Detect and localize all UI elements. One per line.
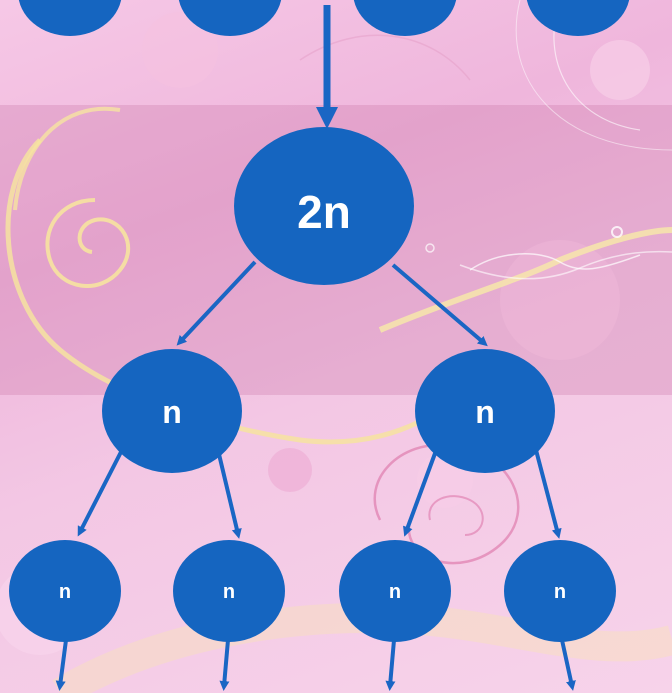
root-node-label: 2n	[297, 186, 351, 238]
top-node-4	[526, 0, 630, 36]
right-child-node: n	[415, 349, 555, 473]
edge-root-right	[391, 263, 488, 347]
top-node-2	[178, 0, 282, 36]
edge-root-left	[176, 260, 257, 346]
left-child-node: n	[102, 349, 242, 473]
leaf-node-3-label: n	[389, 581, 401, 603]
leaf-node-2: n	[173, 540, 285, 642]
edge-leaf4-down	[560, 639, 576, 691]
edge-left-leaf2	[216, 449, 242, 539]
edge-right-leaf3	[403, 447, 439, 537]
edge-leaf2-down	[219, 639, 230, 691]
leaf-node-3: n	[339, 540, 451, 642]
edge-leaf1-down	[55, 639, 68, 691]
root-node: 2n	[234, 127, 414, 285]
leaf-node-1: n	[9, 540, 121, 642]
edge-right-leaf4	[534, 449, 562, 539]
top-node-3	[353, 0, 457, 36]
leaf-node-4: n	[504, 540, 616, 642]
left-child-label: n	[162, 394, 182, 430]
right-child-label: n	[475, 394, 495, 430]
leaf-node-2-label: n	[223, 581, 235, 603]
leaf-node-4-label: n	[554, 581, 566, 603]
leaf-node-1-label: n	[59, 581, 71, 603]
edge-left-leaf1	[77, 449, 124, 537]
edge-leaf3-down	[385, 639, 396, 691]
top-node-1	[18, 0, 122, 36]
